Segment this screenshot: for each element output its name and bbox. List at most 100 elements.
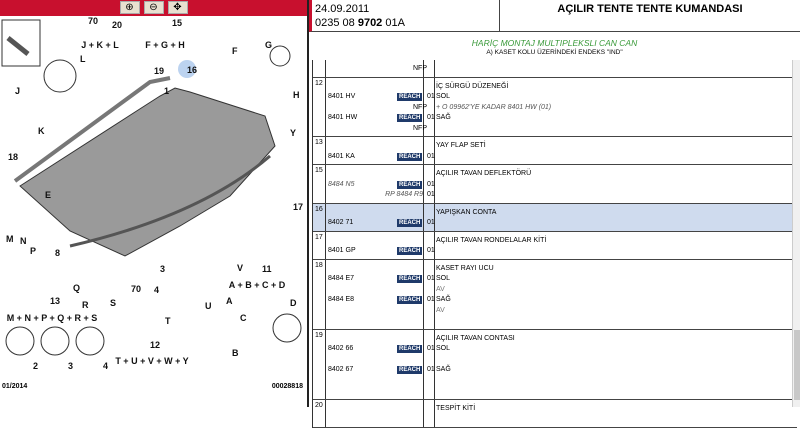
part-ref[interactable]: 8484 N5	[328, 180, 355, 188]
quantity: 01	[427, 247, 435, 254]
reach-badge: REACH	[397, 275, 423, 283]
callout-label[interactable]: P	[30, 246, 36, 256]
part-ref[interactable]: 8484 E8	[328, 296, 355, 303]
zoom-toolbar: ⊕ ⊖ ✥	[0, 0, 307, 16]
callout-label[interactable]: E	[45, 190, 51, 200]
callout-label[interactable]: H	[293, 90, 300, 100]
callout-label[interactable]: Y	[290, 128, 296, 138]
nfp-note: NFP	[413, 103, 427, 111]
callout-label[interactable]: M	[6, 234, 14, 244]
callout-label[interactable]: J + K + L	[81, 40, 119, 50]
callout-label[interactable]: 16	[187, 65, 197, 75]
callout-label[interactable]: 2	[33, 361, 38, 371]
description: AV	[436, 306, 445, 314]
part-ref[interactable]: 8401 KA	[328, 152, 355, 160]
scrollbar-thumb[interactable]	[794, 330, 800, 400]
item-number: 17	[315, 233, 323, 241]
callout-label[interactable]: A	[226, 296, 233, 306]
page-title: AÇILIR TENTE TENTE KUMANDASI	[500, 0, 800, 32]
item-number: 16	[315, 205, 323, 213]
zoom-out-icon[interactable]: ⊖	[143, 1, 164, 14]
reach-badge: REACH	[397, 180, 423, 189]
callout-label[interactable]: 70	[131, 284, 141, 294]
callout-label[interactable]: R	[82, 300, 89, 310]
reach-badge: REACH	[397, 152, 423, 161]
quantity: 01	[427, 345, 435, 352]
part-ref[interactable]: 8401 HV	[328, 93, 356, 100]
quantity: 01	[427, 275, 435, 282]
callout-label[interactable]: 20	[112, 20, 122, 30]
callout-label[interactable]: 11	[262, 264, 272, 274]
part-ref[interactable]: 8402 71	[328, 219, 354, 226]
callout-label[interactable]: F + G + H	[145, 40, 185, 50]
reach-badge: REACH	[397, 345, 423, 353]
callout-label[interactable]: J	[15, 86, 20, 96]
callout-label[interactable]: 4	[103, 361, 108, 371]
callout-label[interactable]: 3	[68, 361, 73, 371]
callout-label[interactable]: 18	[8, 152, 18, 162]
quantity: 01	[427, 93, 435, 100]
callout-label[interactable]: 4	[154, 285, 159, 295]
nfp-note: NFP	[413, 65, 427, 72]
callout-label[interactable]: M + N + P + Q + R + S	[7, 313, 98, 323]
callout-label[interactable]: A + B + C + D	[229, 280, 286, 290]
nfp-note: RP 8484 R9	[385, 191, 423, 198]
callout-label[interactable]: T + U + V + W + Y	[115, 356, 188, 366]
description: + O 09962'YE KADAR 8401 HW (01)	[436, 103, 552, 111]
scrollbar[interactable]	[792, 60, 800, 407]
callout-label[interactable]: 15	[172, 18, 182, 28]
description: AÇILIR TAVAN RONDELALAR KİTİ	[436, 236, 547, 244]
callout-label[interactable]: 12	[150, 340, 160, 350]
callout-label[interactable]: D	[290, 298, 297, 308]
quantity: 01	[427, 180, 435, 188]
pan-icon[interactable]: ✥	[167, 1, 188, 14]
part-ref[interactable]: 8484 E7	[328, 275, 355, 282]
callout-label[interactable]: T	[165, 316, 171, 326]
zoom-in-icon[interactable]: ⊕	[119, 1, 140, 14]
callout-label[interactable]: U	[205, 301, 212, 311]
callout-label[interactable]: K	[38, 126, 45, 136]
callout-label[interactable]: F	[232, 46, 238, 56]
nfp-note: NFP	[413, 124, 427, 132]
callout-label[interactable]: 17	[293, 202, 303, 212]
callout-label[interactable]: L	[80, 54, 86, 64]
callout-label[interactable]: 1	[164, 86, 169, 96]
catalog-code: 0235 08 9702 01A	[315, 17, 405, 29]
diagram-number: 00028818	[271, 383, 303, 390]
callout-label[interactable]: 13	[50, 296, 60, 306]
reach-badge: REACH	[397, 114, 423, 122]
item-number: 15	[315, 167, 323, 174]
header-info: 24.09.2011 0235 08 9702 01A	[309, 0, 500, 32]
item-number: 12	[315, 79, 323, 87]
part-ref[interactable]: 8402 66	[328, 345, 354, 352]
screw-box	[1, 19, 41, 67]
table-row[interactable]: NFP	[313, 60, 797, 78]
part-ref[interactable]: 8401 GP	[328, 247, 356, 254]
callout-label[interactable]: 70	[88, 16, 98, 26]
callout-label[interactable]: Q	[73, 283, 80, 293]
callout-label[interactable]: G	[265, 40, 272, 50]
description: AÇILIR TAVAN DEFLEKTÖRÜ	[436, 170, 532, 177]
callout-label[interactable]: 3	[160, 264, 165, 274]
callout-label[interactable]: 19	[154, 66, 164, 76]
callout-label[interactable]: B	[232, 348, 239, 358]
callout-label[interactable]: C	[240, 313, 247, 323]
diagram-date: 01/2014	[2, 383, 28, 390]
part-ref[interactable]: 8401 HW	[328, 114, 358, 121]
callout-label[interactable]: S	[110, 298, 116, 308]
callout-label[interactable]: 8	[55, 248, 60, 258]
part-ref[interactable]: 8402 67	[328, 366, 354, 373]
callout-label[interactable]: N	[20, 236, 27, 246]
callout-label[interactable]: V	[237, 263, 243, 273]
item-number: 13	[315, 139, 323, 146]
